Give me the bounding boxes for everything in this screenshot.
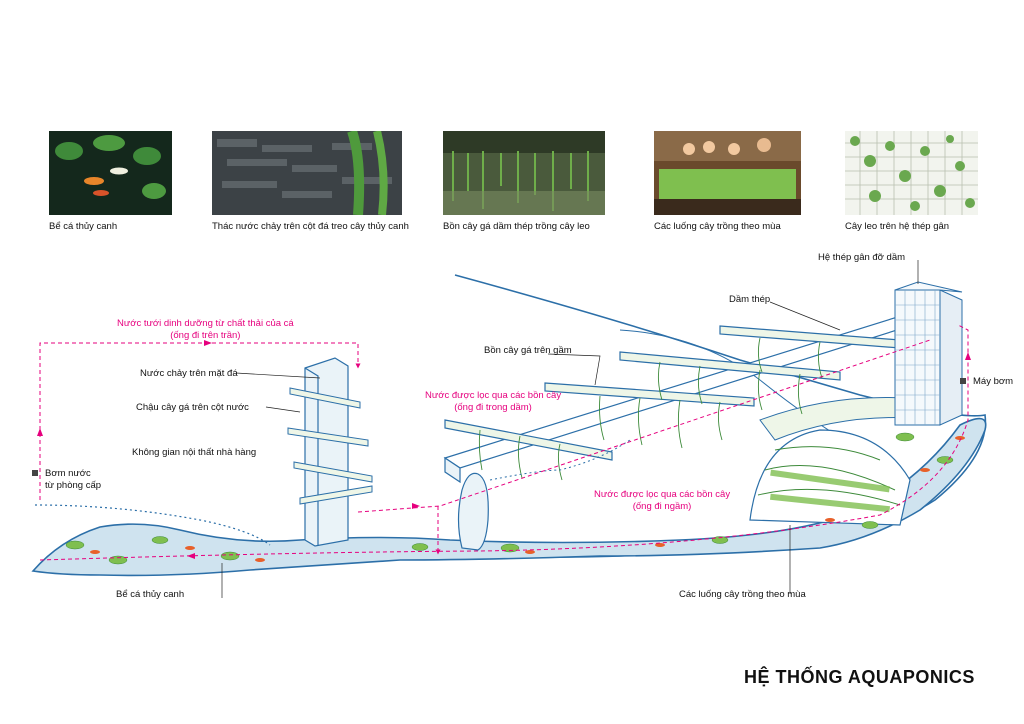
flow-label-ceiling: Nước tưới dinh dưỡng từ chất thải của cá… — [117, 318, 294, 341]
photo-stone-waterfall — [212, 131, 402, 215]
label-water-over-stone: Nước chảy trên mặt đá — [140, 368, 238, 379]
stone-column — [304, 357, 349, 547]
photo-caption: Bồn cây gá dầm thép trồng cây leo — [443, 221, 590, 232]
photo-beam-planter — [443, 131, 605, 215]
photo-caption: Các luống cây trồng theo mùa — [654, 221, 781, 232]
label-steel-mesh: Hệ thép gân đỡ dầm — [818, 252, 906, 263]
flow-ground — [39, 324, 969, 561]
pump-marker — [960, 378, 966, 384]
label-pump-room: Bơm nước từ phòng cấp — [45, 468, 102, 491]
label-planter-on-beam: Bồn cây gá trên gầm — [484, 345, 572, 356]
photo-caption: Cây leo trên hệ thép gân — [845, 221, 950, 232]
photo-climbing-mesh — [845, 131, 978, 215]
stone-pillar — [457, 472, 489, 551]
photo-caption: Bể cá thủy canh — [49, 221, 118, 232]
beam-planters — [444, 325, 901, 461]
flow-label-ground: Nước được lọc qua các bồn cây (ống đi ng… — [594, 489, 731, 512]
label-interior-space: Không gian nội thất nhà hàng — [132, 447, 257, 458]
label-pump: Máy bơm — [973, 376, 1014, 387]
label-fish-tank: Bể cá thủy canh — [116, 589, 185, 600]
photo-seasonal-beds — [654, 131, 801, 215]
supply-pipe-right — [489, 439, 631, 481]
fish-pool — [31, 417, 987, 577]
flow-label-beam: Nước được lọc qua các bồn cây (ống đi tr… — [425, 390, 562, 413]
steel-mesh-column — [894, 281, 963, 426]
photo-fish-tank — [49, 131, 172, 215]
page-title: HỆ THỐNG AQUAPONICS — [744, 667, 975, 687]
flow-beam — [357, 339, 931, 513]
flow-ceiling — [39, 342, 361, 500]
photo-caption: Thác nước chảy trên cột đá treo cây thủy… — [212, 221, 409, 232]
pump-room-marker — [32, 470, 38, 476]
label-steel-beam: Dầm thép — [729, 294, 771, 305]
label-pots-on-column: Chậu cây gá trên cột nước — [136, 402, 249, 413]
label-seasonal-beds: Các luống cây trồng theo mùa — [679, 589, 806, 600]
column-pots — [287, 387, 373, 505]
